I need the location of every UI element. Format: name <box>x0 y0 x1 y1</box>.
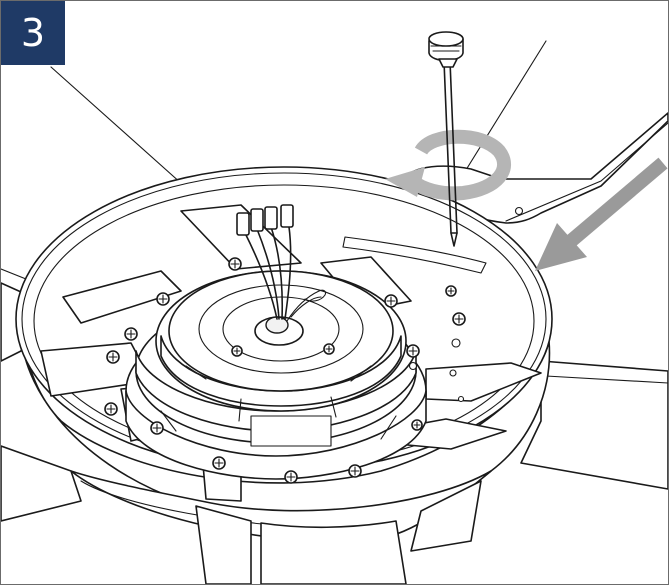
screwdriver-icon <box>428 31 464 247</box>
fan-blade-right <box>520 360 668 490</box>
step-number: 3 <box>20 11 46 55</box>
screw-icon <box>150 421 164 435</box>
wire-connector-icon <box>264 206 278 230</box>
motor-stack <box>125 270 427 480</box>
wire-connector-icon <box>250 208 264 232</box>
screw-icon <box>451 338 461 348</box>
screw-icon <box>457 395 465 403</box>
screw-icon <box>445 285 457 297</box>
wire-connector-icon <box>280 204 294 228</box>
screw-icon <box>104 402 118 416</box>
wire-connector-icon <box>236 212 250 236</box>
screw-icon <box>231 345 243 357</box>
screw-icon <box>124 327 138 341</box>
screw-icon <box>406 344 420 358</box>
screw-icon <box>384 294 398 308</box>
rim-slot <box>342 236 487 274</box>
motor-screws <box>104 257 466 484</box>
screw-icon <box>284 470 298 484</box>
screw-icon <box>212 456 226 470</box>
screw-icon <box>449 369 457 377</box>
screw-icon <box>323 343 335 355</box>
screw-icon <box>348 464 362 478</box>
wire-bundle <box>236 204 327 322</box>
screw-icon <box>411 419 423 431</box>
fan-blade-bottom <box>195 480 482 584</box>
diagonal-arrow-icon <box>535 157 668 271</box>
screw-icon <box>228 257 242 271</box>
screw-icon <box>156 292 170 306</box>
screw-icon <box>408 361 418 371</box>
step-number-badge: 3 <box>1 1 65 65</box>
screw-icon <box>452 312 466 326</box>
screw-icon <box>106 350 120 364</box>
